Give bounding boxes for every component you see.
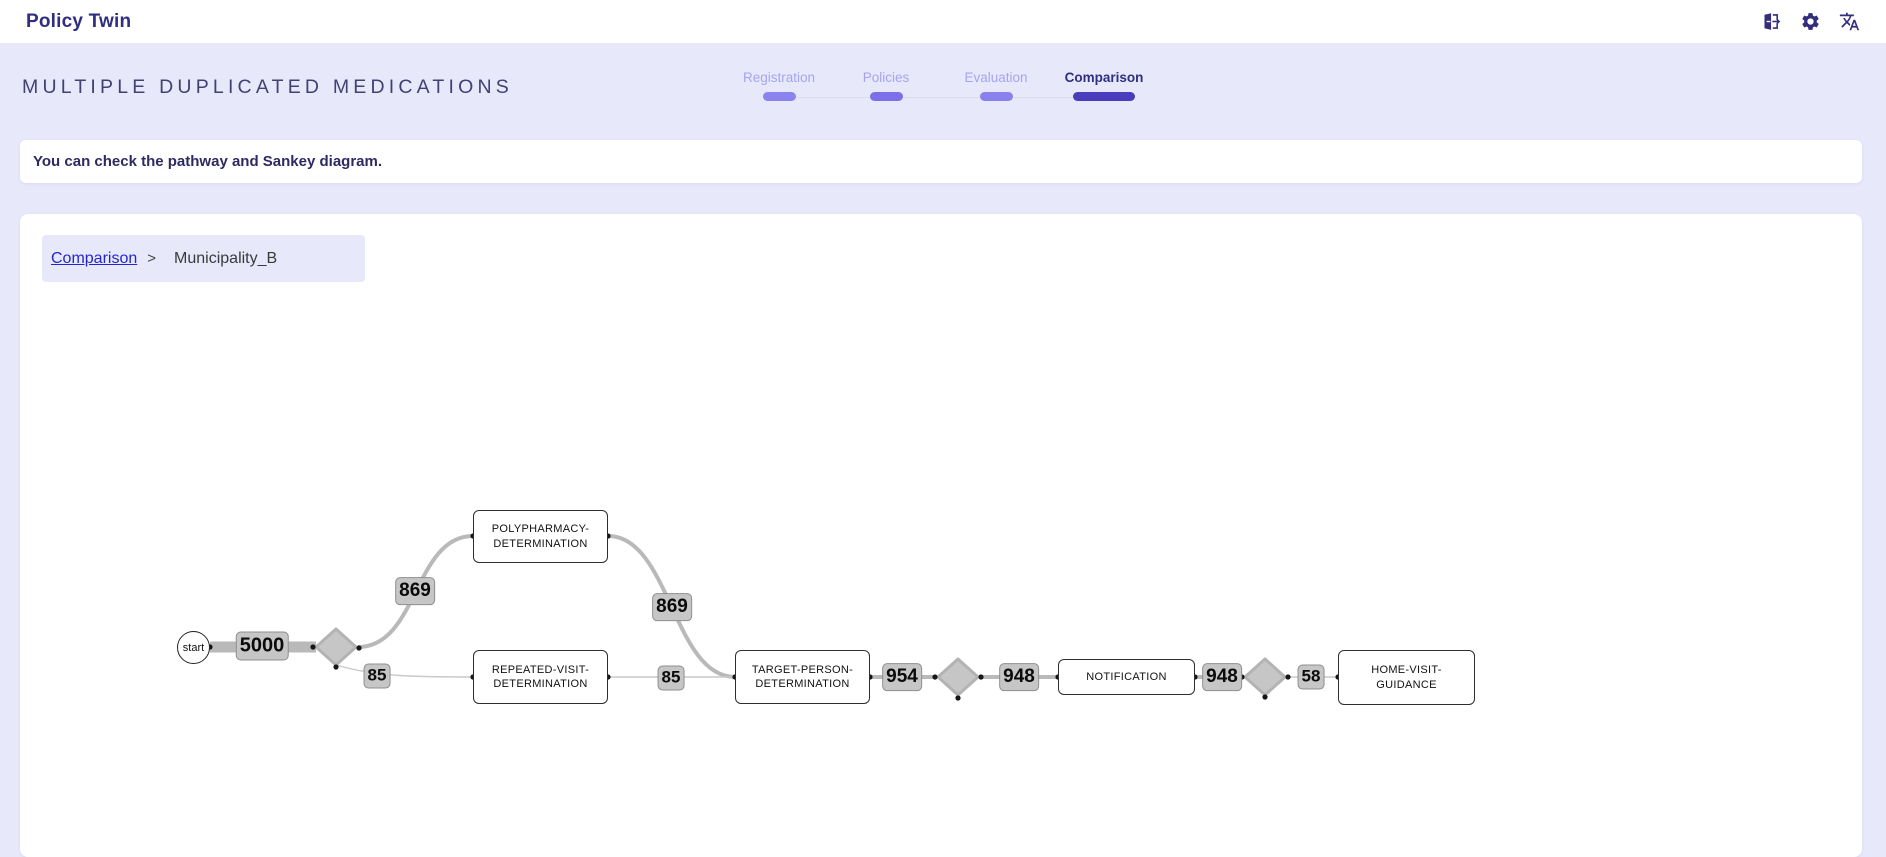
step-comparison[interactable]: Comparison bbox=[1044, 70, 1164, 101]
node-repeated-visit-determination: REPEATED-VISIT-DETERMINATION bbox=[473, 650, 608, 704]
breadcrumb-current: Municipality_B bbox=[174, 249, 278, 267]
node-notification: NOTIFICATION bbox=[1058, 659, 1195, 695]
breadcrumb-separator: > bbox=[147, 250, 157, 267]
gateway-3-diamond bbox=[1243, 657, 1287, 697]
stepper: Registration Policies Evaluation Compari… bbox=[743, 70, 1143, 104]
edge-label-polypharmacy-target: 869 bbox=[652, 593, 692, 621]
translate-icon bbox=[1839, 12, 1859, 31]
node-polypharmacy-determination: POLYPHARMACY-DETERMINATION bbox=[473, 510, 608, 563]
step-pill bbox=[762, 92, 796, 101]
step-evaluation[interactable]: Evaluation bbox=[936, 70, 1056, 101]
edge-label-notification-gateway3: 948 bbox=[1202, 663, 1242, 691]
node-home-visit-guidance: HOME-VISIT-GUIDANCE bbox=[1338, 650, 1475, 705]
edge-label-gateway2-notification: 948 bbox=[999, 663, 1039, 691]
edge-label-gateway1-repeated: 85 bbox=[363, 663, 391, 689]
edge-label-start-gateway1: 5000 bbox=[235, 631, 289, 661]
page-title: MULTIPLE DUPLICATED MEDICATIONS bbox=[22, 76, 513, 98]
topbar-icon-group bbox=[1760, 11, 1860, 33]
pathway-canvas bbox=[207, 533, 1341, 701]
pathway-diagram: start POLYPHARMACY-DETERMINATION REPEATE… bbox=[20, 214, 1862, 857]
step-policies[interactable]: Policies bbox=[826, 70, 946, 101]
stepper-track bbox=[779, 96, 1104, 98]
breadcrumb-link-comparison[interactable]: Comparison bbox=[51, 249, 138, 267]
logout-button[interactable] bbox=[1760, 11, 1782, 33]
gear-icon bbox=[1801, 13, 1819, 30]
top-bar: Policy Twin bbox=[0, 0, 1886, 43]
step-pill bbox=[869, 92, 903, 101]
node-target-person-determination: TARGET-PERSON-DETERMINATION bbox=[735, 650, 870, 704]
gateway-2-diamond bbox=[936, 657, 980, 697]
app-title: Policy Twin bbox=[26, 10, 132, 32]
info-message: You can check the pathway and Sankey dia… bbox=[33, 153, 383, 170]
step-label: Evaluation bbox=[964, 70, 1028, 85]
step-label: Comparison bbox=[1064, 70, 1144, 85]
node-start: start bbox=[177, 631, 210, 664]
main-panel: Comparison > Municipality_B bbox=[20, 214, 1862, 857]
breadcrumb: Comparison > Municipality_B bbox=[42, 235, 365, 282]
logout-icon bbox=[1764, 13, 1780, 30]
translate-button[interactable] bbox=[1838, 11, 1860, 33]
step-label: Registration bbox=[742, 70, 816, 85]
edge-label-gateway1-polypharmacy: 869 bbox=[395, 577, 435, 605]
step-pill bbox=[1073, 92, 1135, 101]
edge-label-target-gateway2: 954 bbox=[882, 663, 922, 691]
info-banner: You can check the pathway and Sankey dia… bbox=[20, 140, 1862, 183]
edge-label-repeated-target: 85 bbox=[657, 665, 685, 691]
gateway-1-diamond bbox=[314, 627, 358, 667]
edge-gateway1-repeated bbox=[335, 664, 474, 678]
step-pill bbox=[979, 92, 1013, 101]
step-label: Policies bbox=[862, 70, 910, 85]
step-registration[interactable]: Registration bbox=[719, 70, 839, 101]
settings-button[interactable] bbox=[1799, 11, 1821, 33]
edge-label-gateway3-home: 58 bbox=[1297, 664, 1325, 690]
